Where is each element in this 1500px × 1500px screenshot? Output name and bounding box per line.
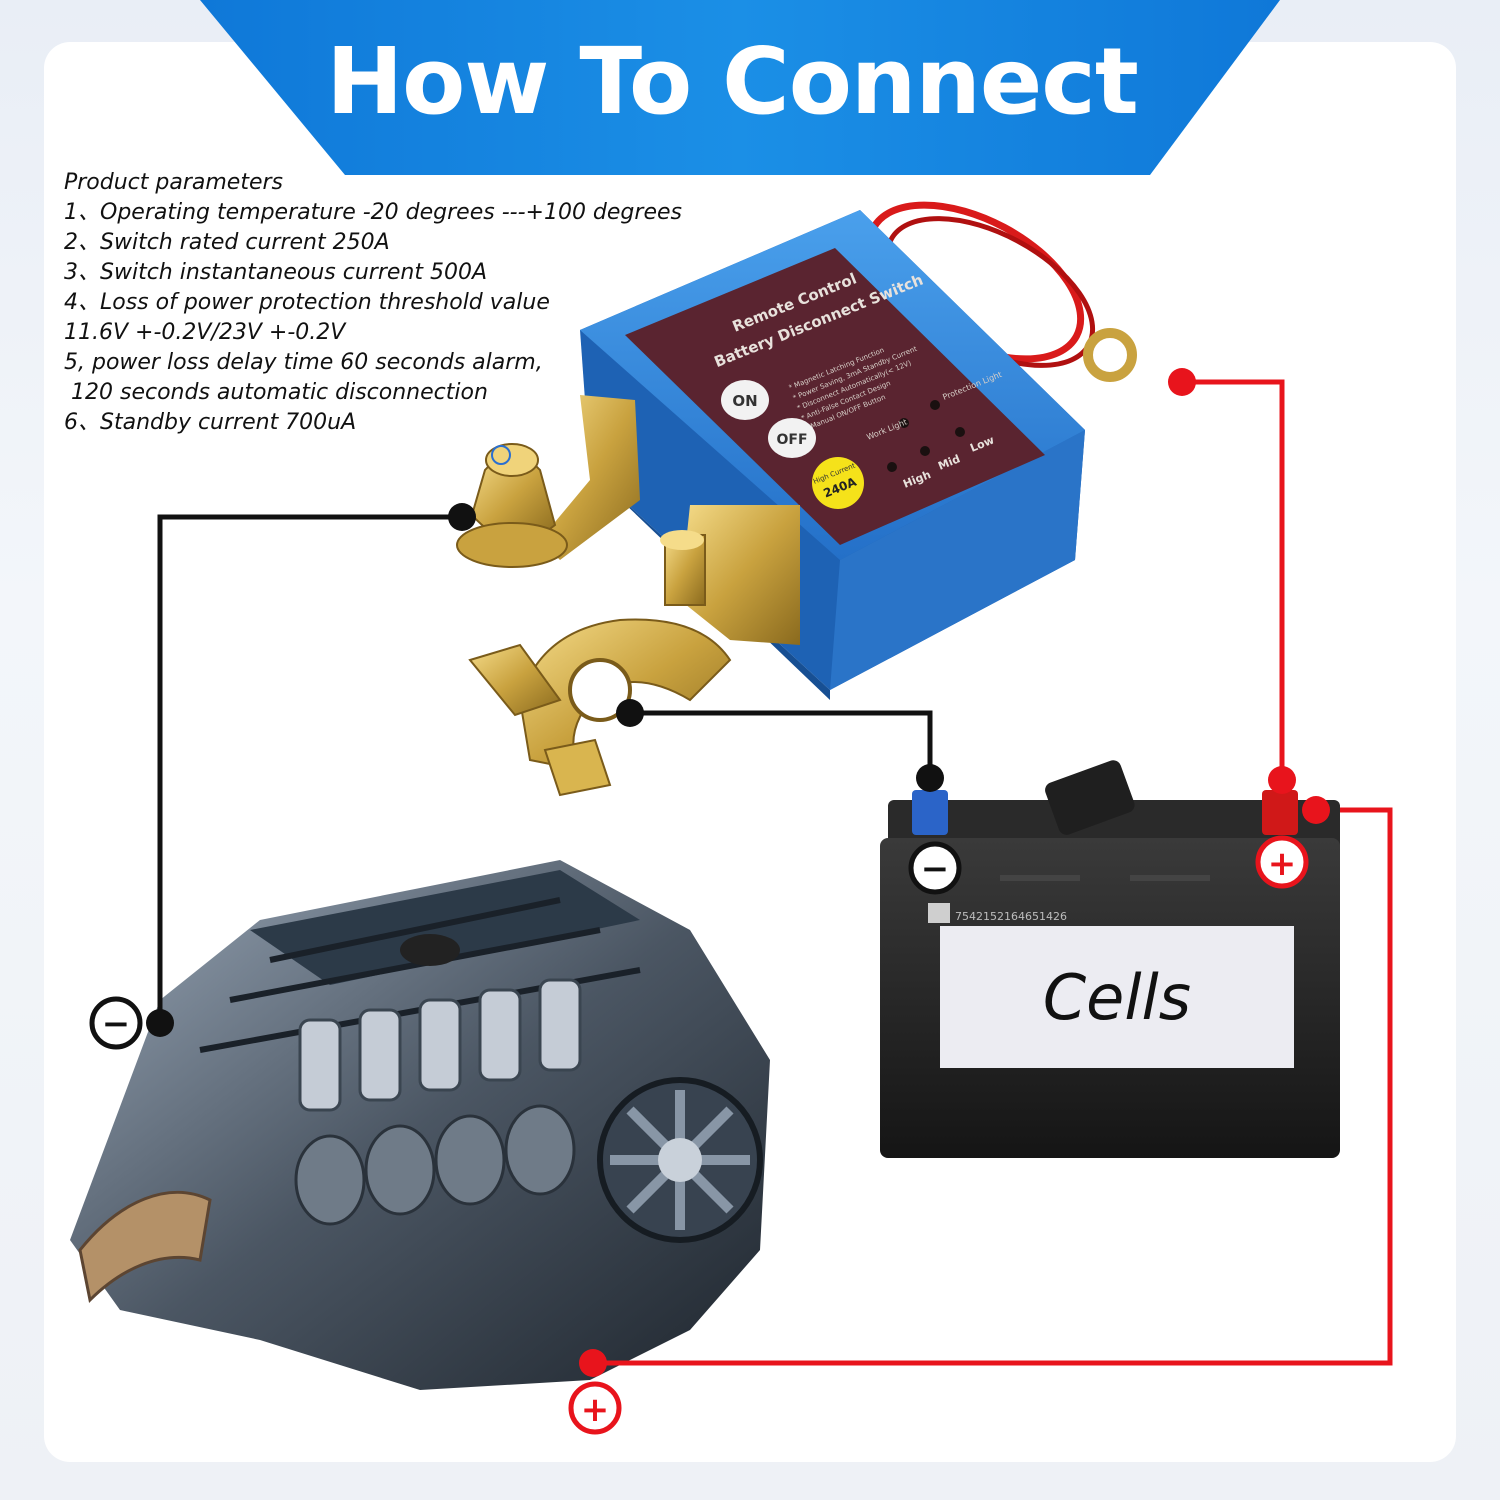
positive-terminal: [1262, 790, 1298, 835]
negative-wire-engine: [157, 514, 462, 1023]
svg-text:+: +: [1268, 844, 1297, 884]
battery-negative-symbol: −: [908, 841, 962, 895]
svg-text:OFF: OFF: [776, 432, 807, 448]
negative-terminal: [912, 790, 948, 835]
svg-text:ON: ON: [732, 392, 757, 410]
positive-wire-engine: [593, 807, 1393, 1366]
svg-text:−: −: [921, 849, 950, 889]
battery: 7542152164651426: [880, 760, 1340, 1158]
engine-positive-symbol: +: [568, 1381, 622, 1435]
battery-positive-symbol: +: [1255, 835, 1309, 889]
parameter-line: 120 seconds automatic disconnection: [64, 380, 488, 405]
battery-clamp: [518, 618, 732, 772]
parameters-heading: Product parameters: [64, 170, 284, 195]
parameter-line: 6、Standby current 700uA: [64, 410, 357, 435]
battery-serial: 7542152164651426: [955, 910, 1067, 923]
on-button[interactable]: ON: [721, 380, 769, 420]
battery-disconnect-switch: Remote Control Battery Disconnect Switch…: [456, 201, 1137, 797]
engine-illustration: [70, 860, 770, 1390]
current-badge: High Current 240A: [812, 457, 864, 509]
product-parameters: Product parameters 1、Operating temperatu…: [64, 168, 784, 438]
battery-label-area: [940, 926, 1294, 1068]
title-banner: How To Connect: [0, 0, 1500, 175]
switch-label-panel: [625, 248, 1045, 545]
parameter-line: 11.6V +-0.2V/23V +-0.2V: [64, 320, 346, 345]
parameter-line: 5, power loss delay time 60 seconds alar…: [64, 350, 543, 375]
parameter-line: 3、Switch instantaneous current 500A: [64, 260, 488, 285]
engine-negative-symbol: −: [89, 996, 143, 1050]
parameter-line: 2、Switch rated current 250A: [64, 230, 390, 255]
svg-text:−: −: [102, 1004, 131, 1044]
parameter-line: 1、Operating temperature -20 degrees ---+…: [64, 200, 682, 225]
page-title: How To Connect: [326, 28, 1139, 135]
battery-label: Cells: [1042, 960, 1192, 1034]
parameter-line: 4、Loss of power protection threshold val…: [64, 290, 550, 315]
svg-text:+: +: [581, 1390, 610, 1430]
positive-wire-switch: [1182, 379, 1285, 780]
negative-wire-battery: [630, 710, 933, 778]
banner-shape: [200, 0, 1280, 175]
off-button[interactable]: OFF: [768, 418, 816, 458]
